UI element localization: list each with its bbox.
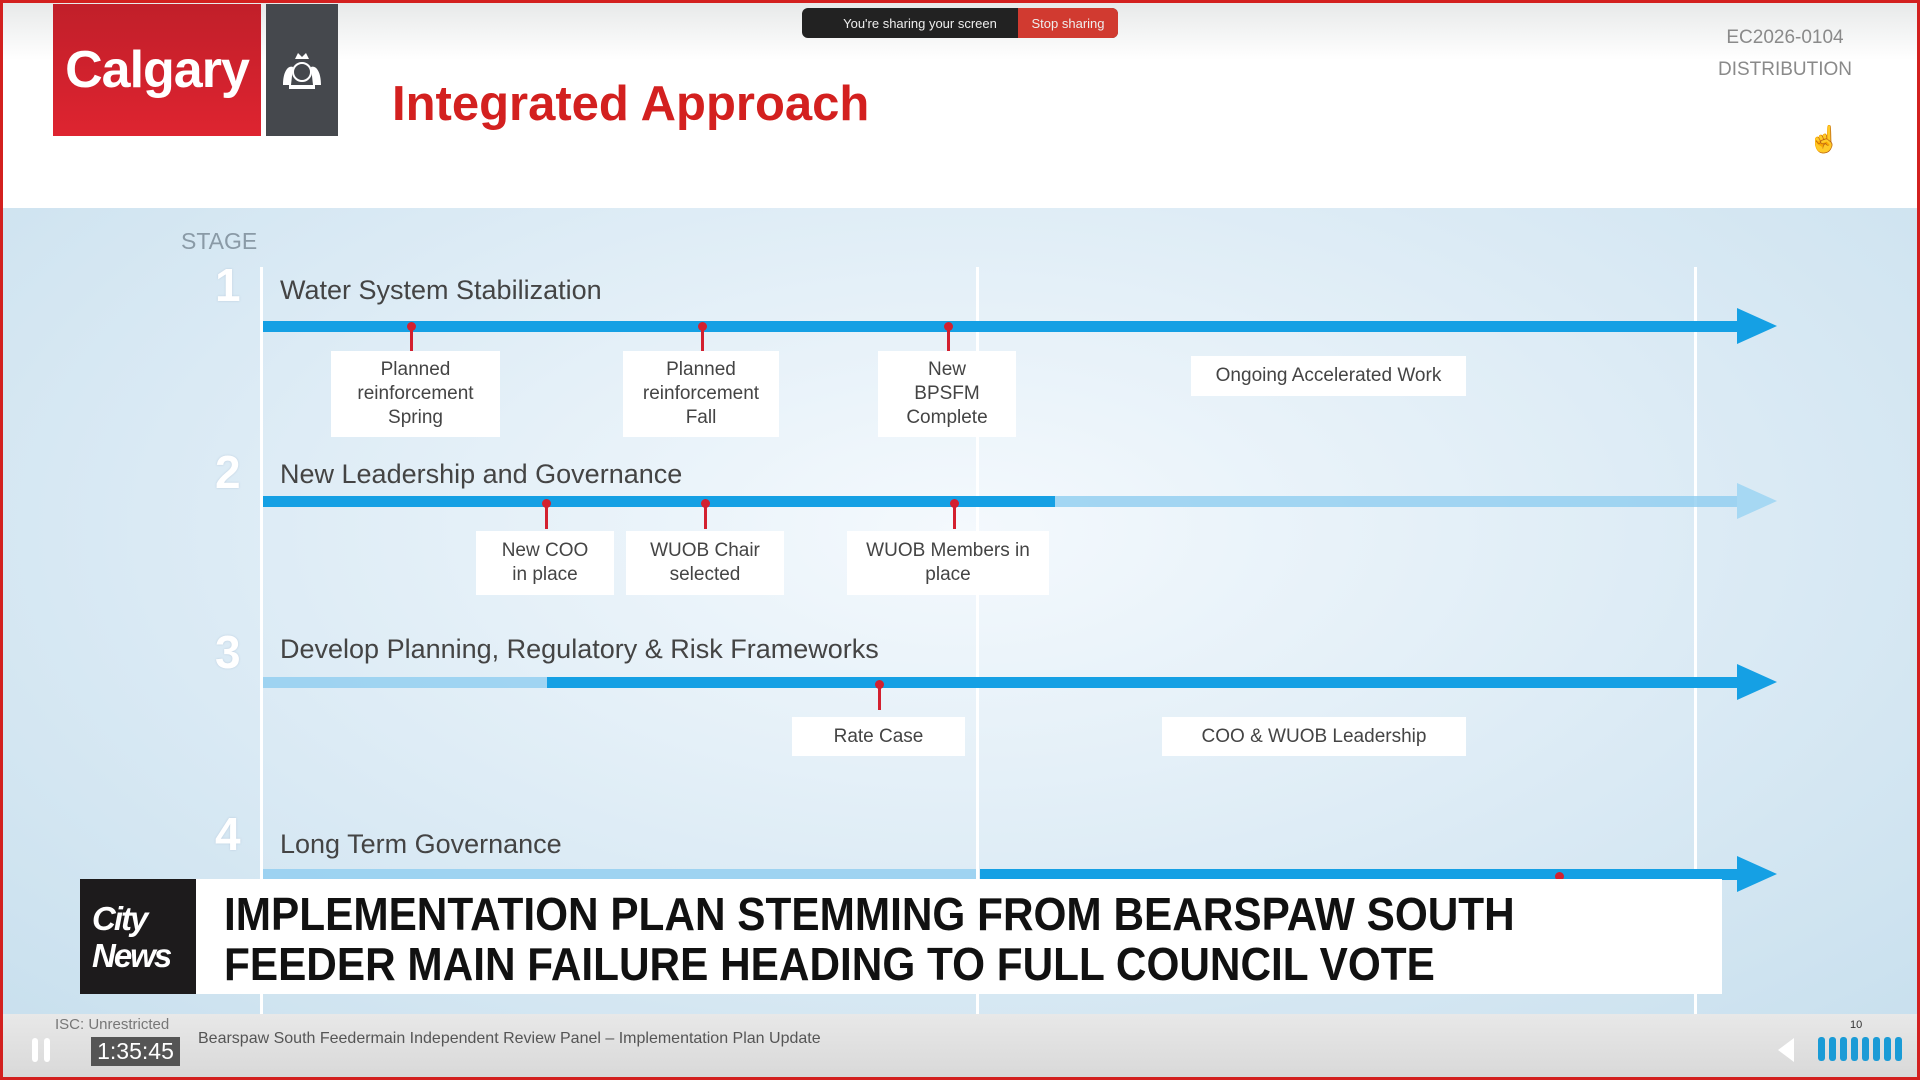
stage-label: STAGE <box>181 228 258 254</box>
stage-number: 2 <box>215 446 241 498</box>
milestone-label: WUOB Members in place <box>847 531 1049 595</box>
playback-time: 1:35:45 <box>91 1037 180 1066</box>
coat-of-arms-icon <box>266 4 338 136</box>
arrow-head-icon <box>1737 856 1777 892</box>
timeline-arrow-past <box>263 677 547 688</box>
classification-label: ISC: Unrestricted <box>55 1016 170 1033</box>
stop-sharing-button[interactable]: Stop sharing <box>1018 8 1118 38</box>
stage-note: COO & WUOB Leadership <box>1162 717 1466 756</box>
stage-number: 4 <box>215 808 241 860</box>
arrow-head-icon <box>1737 308 1777 344</box>
timeline-arrow <box>263 496 1055 507</box>
stage-title: Long Term Governance <box>280 829 562 859</box>
milestone-label: Planned reinforcement Fall <box>623 351 779 437</box>
stage-note: Ongoing Accelerated Work <box>1191 356 1466 396</box>
citynews-logo: City News <box>80 879 196 994</box>
milestone-label: New COO in place <box>476 531 614 595</box>
timeline-arrow <box>980 869 1741 880</box>
milestone-label: WUOB Chair selected <box>626 531 784 595</box>
player-bar <box>0 1014 1920 1080</box>
logo-line: News <box>92 936 172 974</box>
stage-title: Develop Planning, Regulatory & Risk Fram… <box>280 634 879 664</box>
timeline-divider <box>976 267 979 1014</box>
doc-classification: DISTRIBUTION <box>1717 59 1853 80</box>
arrow-head-icon <box>1737 664 1777 700</box>
milestone-marker <box>944 322 953 352</box>
milestone-label: Planned reinforcement Spring <box>331 351 500 437</box>
stage-title: Water System Stabilization <box>280 275 602 305</box>
milestone-marker <box>875 680 884 710</box>
milestone-marker <box>407 322 416 352</box>
stage-title: New Leadership and Governance <box>280 459 683 489</box>
share-status: You're sharing your screen <box>843 15 997 31</box>
milestone-marker <box>950 499 959 529</box>
hand-cursor-icon: ☝ <box>1808 124 1841 154</box>
timeline-arrow-future <box>1055 496 1741 507</box>
milestone-marker <box>542 499 551 529</box>
milestone-label: New BPSFM Complete <box>878 351 1016 437</box>
doc-id: EC2026-0104 <box>1726 27 1844 48</box>
pause-button[interactable] <box>32 1038 50 1062</box>
timeline-arrow <box>547 677 1741 688</box>
milestone-label: Rate Case <box>792 717 965 756</box>
document-id: EC2026-0104 DISTRIBUTION <box>1700 22 1870 86</box>
volume-slider[interactable] <box>1818 1037 1902 1061</box>
calgary-logo: Calgary <box>53 4 261 136</box>
headline-line: IMPLEMENTATION PLAN STEMMING FROM BEARSP… <box>224 888 1515 940</box>
milestone-marker <box>698 322 707 352</box>
headline-line: FEEDER MAIN FAILURE HEADING TO FULL COUN… <box>224 938 1435 990</box>
milestone-marker <box>701 499 710 529</box>
timeline-divider <box>1694 267 1697 1014</box>
news-headline: IMPLEMENTATION PLAN STEMMING FROM BEARSP… <box>196 879 1722 994</box>
volume-icon[interactable] <box>1778 1038 1794 1062</box>
logo-line: City <box>92 899 148 937</box>
timeline-arrow <box>263 321 1741 332</box>
volume-level: 10 <box>1850 1019 1863 1031</box>
footer-title: Bearspaw South Feedermain Independent Re… <box>198 1030 821 1047</box>
timeline-divider <box>260 267 263 1014</box>
timeline-arrow-past <box>263 869 976 880</box>
stage-number: 3 <box>215 626 241 678</box>
stage-number: 1 <box>215 259 241 311</box>
screen-share-bar: You're sharing your screen Stop sharing <box>802 8 1118 38</box>
page-title: Integrated Approach <box>392 77 870 131</box>
arrow-head-icon <box>1737 483 1777 519</box>
